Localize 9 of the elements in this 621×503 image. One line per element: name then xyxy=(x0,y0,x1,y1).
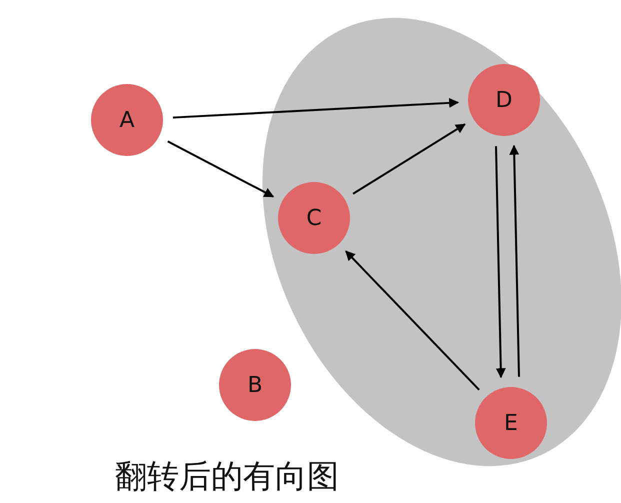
node-circle: B xyxy=(219,349,291,421)
node-circle: A xyxy=(91,84,163,156)
caption: 翻转后的有向图 xyxy=(115,456,339,497)
arrow xyxy=(172,98,460,119)
arrow xyxy=(495,146,506,378)
arrow xyxy=(352,123,466,195)
arrow xyxy=(167,140,274,198)
arrow xyxy=(509,144,520,377)
arrow xyxy=(345,250,480,391)
